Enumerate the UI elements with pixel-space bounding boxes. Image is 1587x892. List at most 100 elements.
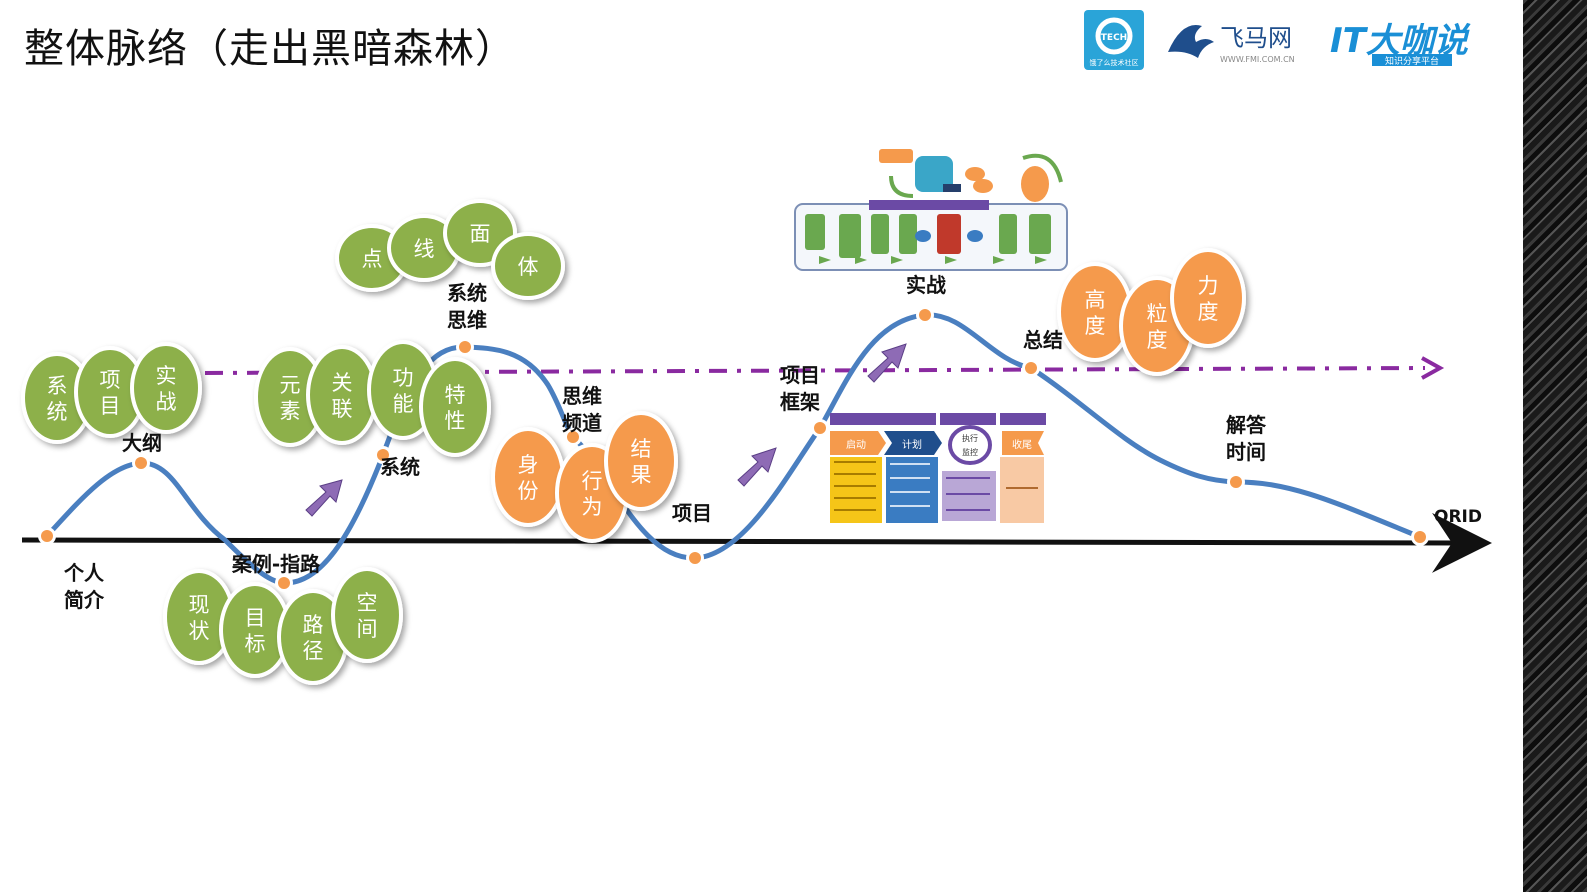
milestone-label: 项目 [780, 363, 820, 387]
bubble-text: 体 [518, 255, 539, 279]
bubble-text: 实 [156, 364, 177, 388]
milestone-dot [377, 449, 389, 461]
bubble-text: 目 [100, 394, 121, 418]
timeline-axis [21, 512, 1492, 573]
tech-logo-text: TECH [1101, 33, 1127, 43]
bubble: 系统 [21, 352, 93, 444]
bubble: 结果 [604, 411, 678, 511]
milestone-label: 思维 [447, 308, 487, 332]
bubble: 现状 [163, 569, 235, 665]
bubble: 力度 [1170, 248, 1246, 348]
framework-stage-label: 启动 [846, 438, 866, 451]
milestone-label: 总结 [1023, 328, 1063, 352]
bubble-text: 线 [414, 237, 435, 261]
bubble-text: 性 [445, 409, 466, 433]
milestone-dot [814, 422, 826, 434]
bubble: 特性 [419, 357, 491, 457]
bubble: 高度 [1057, 262, 1133, 362]
milestone-dot [1414, 531, 1426, 543]
bubble-text: 空 [357, 591, 378, 615]
milestone-label: 系统 [447, 281, 487, 305]
bubble-text: 点 [362, 247, 383, 271]
bubble-text: 行 [582, 469, 603, 493]
bubble-text: 状 [189, 619, 210, 643]
fm-logo-name: 飞马网 [1220, 24, 1292, 52]
bubble-text: 高 [1085, 288, 1106, 312]
milestone-end [1411, 528, 1429, 546]
framework-stage-label: 收尾 [1012, 438, 1032, 451]
bubble-text: 功 [393, 366, 414, 390]
bubble-text: 系 [47, 374, 68, 398]
progress-arrow [867, 343, 907, 383]
bubble-text: 项 [100, 368, 121, 392]
pegasus-icon [1168, 25, 1214, 58]
framework-stage-label: 计划 [902, 438, 922, 451]
bubble: 身份 [491, 427, 565, 527]
bubble: 空间 [331, 567, 403, 663]
bubble-text: 特 [445, 383, 466, 407]
fm-logo: 飞马网 WWW.FMI.COM.CN [1162, 12, 1312, 68]
milestone-label: 个人 [63, 561, 105, 585]
bubble-text: 度 [1147, 328, 1168, 352]
milestone-label: 时间 [1226, 440, 1266, 464]
milestone-label: 频道 [562, 411, 602, 435]
bubble-text: 现 [189, 593, 210, 617]
tech-logo-sub: 饿了么技术社区 [1090, 58, 1139, 67]
milestone-dot [135, 457, 147, 469]
milestone-dot [41, 530, 53, 542]
milestone-outline: 大纲 [122, 431, 162, 472]
practice-diagram [794, 149, 1068, 271]
milestone-summary: 总结 [1022, 328, 1063, 377]
target-line [204, 366, 1426, 375]
tech-logo: TECH 饿了么技术社区 [1084, 10, 1144, 70]
milestone-label: 框架 [780, 390, 820, 414]
bubble-text: 粒 [1147, 302, 1168, 326]
bubble: 关联 [306, 345, 378, 445]
milestone-label: 思维 [562, 384, 602, 408]
bubble-text: 面 [470, 222, 491, 246]
bubble: 元素 [254, 347, 326, 447]
progress-arrow [305, 479, 343, 517]
milestone-dot [567, 431, 579, 443]
bubble-text: 为 [582, 495, 603, 519]
bubble-text: 路 [303, 613, 324, 637]
page-title: 整体脉络（走出黑暗森林） [24, 26, 516, 72]
milestone-dot [459, 341, 471, 353]
bubble-text: 统 [47, 400, 68, 424]
system-group: 元素关联功能特性 [254, 340, 491, 457]
project-framework-diagram: 启动计划执行监控收尾 [830, 413, 1046, 523]
bubble-text: 身 [518, 453, 539, 477]
milestone-label: 大纲 [122, 431, 162, 455]
systhink-group: 点 线 面体 [335, 199, 565, 300]
milestone-system: 系统 [374, 446, 420, 479]
bubble-text: 果 [631, 463, 652, 487]
bubble-text: 目 [245, 606, 266, 630]
framework-stage-label: 监控 [962, 447, 978, 457]
axis-end-label: ORID [1434, 507, 1482, 527]
progress-arrow [737, 447, 777, 487]
milestone-practice: 实战 [906, 273, 946, 324]
bubble: 实战 [130, 342, 202, 434]
milestone-label: 实战 [906, 273, 946, 297]
bubble-text: 径 [303, 639, 324, 663]
milestone-dot [278, 577, 290, 589]
milestone-label: 项目 [672, 501, 712, 525]
bubble-text: 份 [518, 479, 539, 503]
fm-logo-url: WWW.FMI.COM.CN [1220, 55, 1295, 64]
target-line-arrowhead [1421, 356, 1445, 380]
channel-group: 身份行为结果 [491, 411, 678, 543]
milestone-label: 简介 [64, 588, 105, 612]
bubble-text: 间 [357, 617, 378, 641]
bubble-text: 联 [332, 397, 353, 421]
bubble-text: 标 [245, 632, 266, 656]
decorative-side-strip [1515, 0, 1587, 892]
summary-group: 高度粒度力度 [1057, 248, 1246, 376]
milestone-label: 系统 [380, 455, 420, 479]
